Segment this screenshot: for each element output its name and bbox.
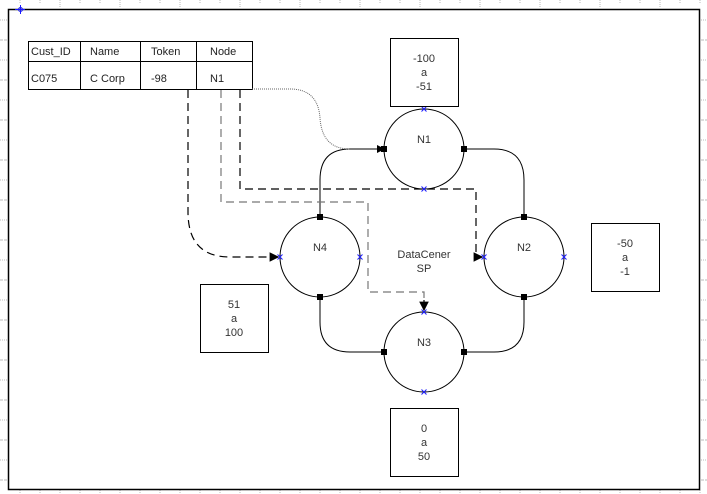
node-n2[interactable]: N2 bbox=[481, 214, 567, 300]
range-text: a bbox=[421, 437, 428, 449]
range-text: a bbox=[421, 67, 428, 79]
connection-point-icon[interactable] bbox=[521, 214, 527, 220]
node-n4[interactable]: N4 bbox=[277, 214, 363, 300]
table-header-token: Token bbox=[151, 46, 180, 58]
range-text: -1 bbox=[620, 266, 630, 278]
range-text: 100 bbox=[225, 327, 243, 339]
range-text: 0 bbox=[421, 423, 427, 435]
range-text: -51 bbox=[416, 81, 432, 93]
node-n1[interactable]: N1 bbox=[381, 106, 467, 192]
connection-point-icon[interactable] bbox=[317, 294, 323, 300]
node-circle[interactable] bbox=[279, 216, 361, 298]
connection-point-icon[interactable] bbox=[381, 349, 387, 355]
connection-point-icon[interactable] bbox=[521, 294, 527, 300]
connection-x-icon[interactable] bbox=[421, 309, 427, 315]
connection-point-icon[interactable] bbox=[461, 349, 467, 355]
page-frame bbox=[7, 8, 701, 491]
node-circle[interactable] bbox=[383, 311, 465, 393]
node-circle[interactable] bbox=[483, 216, 565, 298]
dashed-connectors bbox=[187, 90, 484, 312]
connection-point-icon[interactable] bbox=[461, 146, 467, 152]
node-label: N1 bbox=[417, 134, 431, 146]
token-range-box-n3: 0 a 50 bbox=[390, 408, 459, 477]
dashed-connector-n3 bbox=[220, 90, 425, 309]
table-cell-name: C Corp bbox=[90, 73, 125, 85]
dotted-connector-table-n1 bbox=[252, 88, 351, 150]
node-circle[interactable] bbox=[383, 108, 465, 190]
token-range-box-n4: 51 a 100 bbox=[200, 284, 269, 353]
connector-n1-n2 bbox=[464, 148, 525, 217]
node-label: N3 bbox=[417, 337, 431, 349]
table-cell-token: -98 bbox=[151, 73, 167, 85]
connector-n2-n3 bbox=[464, 297, 525, 353]
node-n3[interactable]: N3 bbox=[381, 309, 467, 395]
range-text: -100 bbox=[413, 53, 435, 65]
range-text: -50 bbox=[617, 238, 633, 250]
origin-marker-icon bbox=[15, 5, 25, 14]
dashed-connector-n2 bbox=[239, 90, 484, 262]
connection-x-icon[interactable] bbox=[277, 254, 283, 260]
node-label: N2 bbox=[517, 242, 531, 254]
connection-point-icon[interactable] bbox=[317, 214, 323, 220]
table-header-node: Node bbox=[210, 46, 236, 58]
token-range-box-n2: -50 a -1 bbox=[591, 223, 660, 292]
range-text: a bbox=[622, 252, 629, 264]
token-range-box-n1: -100 a -51 bbox=[390, 38, 459, 107]
connection-x-icon[interactable] bbox=[421, 186, 427, 192]
ring-connectors bbox=[319, 145, 525, 353]
connection-x-icon[interactable] bbox=[357, 254, 363, 260]
node-label: N4 bbox=[313, 242, 327, 254]
connector-n3-n4 bbox=[319, 297, 384, 353]
datacenter-label-line2: SP bbox=[417, 263, 432, 275]
customer-table: Cust_ID Name Token Node C075 C Corp -98 … bbox=[28, 41, 253, 90]
connector-n4-n1 bbox=[319, 145, 385, 217]
connection-x-icon[interactable] bbox=[561, 254, 567, 260]
table-header-name: Name bbox=[90, 46, 119, 58]
dashed-connector-n4 bbox=[187, 90, 280, 262]
table-cell-cust-id: C075 bbox=[31, 73, 57, 85]
connection-point-icon[interactable] bbox=[381, 146, 387, 152]
connection-x-icon[interactable] bbox=[421, 106, 427, 112]
range-text: 50 bbox=[418, 451, 430, 463]
connection-x-icon[interactable] bbox=[421, 389, 427, 395]
table-cell-node: N1 bbox=[210, 73, 224, 85]
range-text: 51 bbox=[228, 299, 240, 311]
range-text: a bbox=[231, 313, 238, 325]
table-header-cust-id: Cust_ID bbox=[31, 46, 71, 58]
datacenter-label-line1: DataCener bbox=[397, 249, 451, 261]
connection-x-icon[interactable] bbox=[481, 254, 487, 260]
